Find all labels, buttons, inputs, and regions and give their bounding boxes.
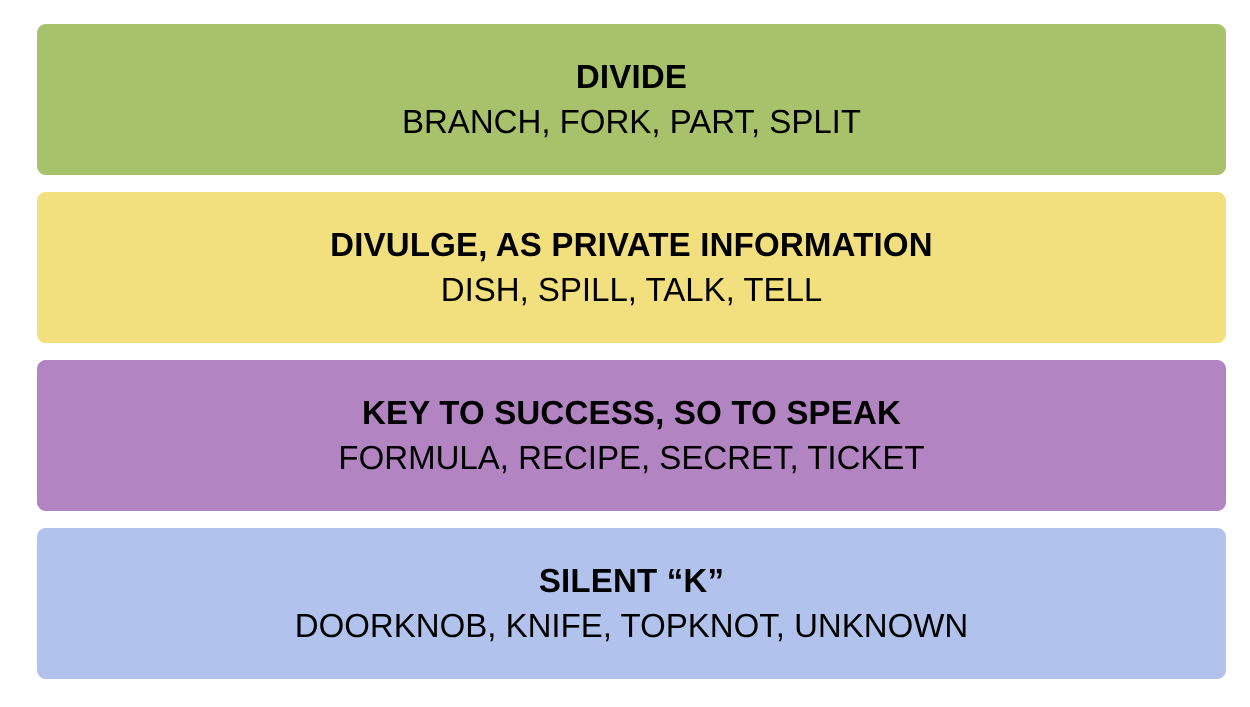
solved-groups-board: DIVIDE BRANCH, FORK, PART, SPLIT DIVULGE… xyxy=(37,24,1226,696)
group-card-yellow: DIVULGE, AS PRIVATE INFORMATION DISH, SP… xyxy=(37,192,1226,343)
group-members: DOORKNOB, KNIFE, TOPKNOT, UNKNOWN xyxy=(294,606,969,644)
group-card-green: DIVIDE BRANCH, FORK, PART, SPLIT xyxy=(37,24,1226,175)
group-title: DIVIDE xyxy=(575,57,688,95)
group-title: KEY TO SUCCESS, SO TO SPEAK xyxy=(361,393,902,431)
group-title: SILENT “K” xyxy=(538,561,725,599)
group-title: DIVULGE, AS PRIVATE INFORMATION xyxy=(330,225,933,263)
group-card-blue: SILENT “K” DOORKNOB, KNIFE, TOPKNOT, UNK… xyxy=(37,528,1226,679)
group-members: DISH, SPILL, TALK, TELL xyxy=(440,270,823,308)
group-members: BRANCH, FORK, PART, SPLIT xyxy=(401,102,862,140)
group-members: FORMULA, RECIPE, SECRET, TICKET xyxy=(338,438,925,476)
group-card-purple: KEY TO SUCCESS, SO TO SPEAK FORMULA, REC… xyxy=(37,360,1226,511)
